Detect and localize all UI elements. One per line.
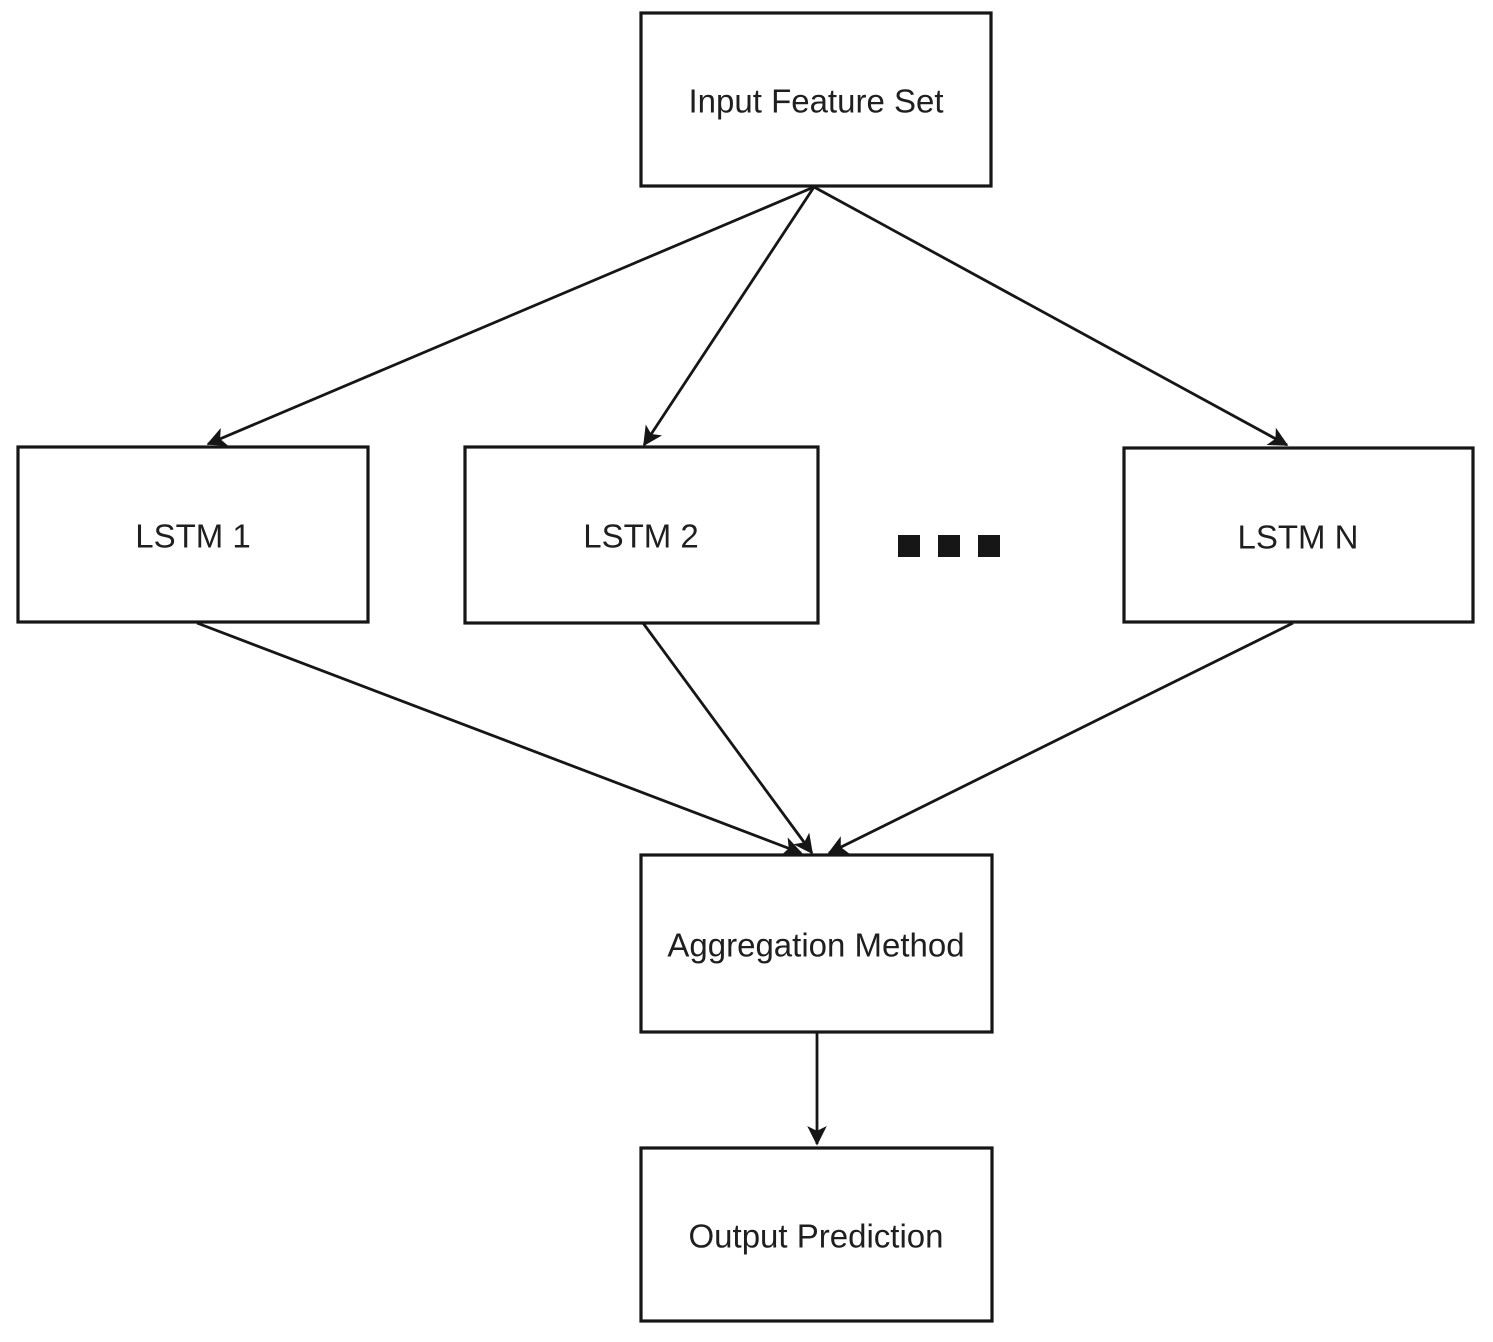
node-output-prediction: Output Prediction	[639, 1146, 994, 1323]
lstm-n-box	[1122, 446, 1475, 624]
lstm-2-box	[463, 445, 820, 625]
edge-lstm2-to-aggregation	[641, 622, 814, 855]
edge-input-to-lstm1	[206, 185, 815, 446]
node-aggregation-method: Aggregation Method	[639, 853, 994, 1034]
node-lstm-2: LSTM 2	[463, 445, 820, 625]
input-feature-set-box	[639, 11, 993, 188]
aggregation-method-box	[639, 853, 994, 1034]
ellipsis-square-2	[938, 535, 960, 557]
lstm-1-box	[16, 445, 370, 624]
node-lstm-1: LSTM 1	[16, 445, 370, 624]
ellipsis-square-3	[978, 535, 1000, 557]
output-prediction-label: Output Prediction	[689, 1218, 944, 1255]
ellipsis-squares-icon	[898, 535, 1000, 557]
edge-input-to-lstm2	[642, 186, 816, 447]
output-prediction-box	[639, 1146, 994, 1323]
lstm-1-label: LSTM 1	[135, 518, 251, 555]
input-feature-set-label: Input Feature Set	[689, 83, 944, 120]
lstm-2-label: LSTM 2	[583, 518, 699, 555]
node-lstm-n: LSTM N	[1122, 446, 1475, 624]
edge-lstmN-to-aggregation	[827, 621, 1294, 855]
edge-input-to-lstmN	[813, 185, 1289, 447]
edge-lstm1-to-aggregation	[196, 621, 803, 856]
node-input-feature-set: Input Feature Set	[639, 11, 993, 188]
aggregation-method-label: Aggregation Method	[667, 927, 964, 964]
ellipsis-square-1	[898, 535, 920, 557]
lstm-n-label: LSTM N	[1237, 519, 1358, 556]
